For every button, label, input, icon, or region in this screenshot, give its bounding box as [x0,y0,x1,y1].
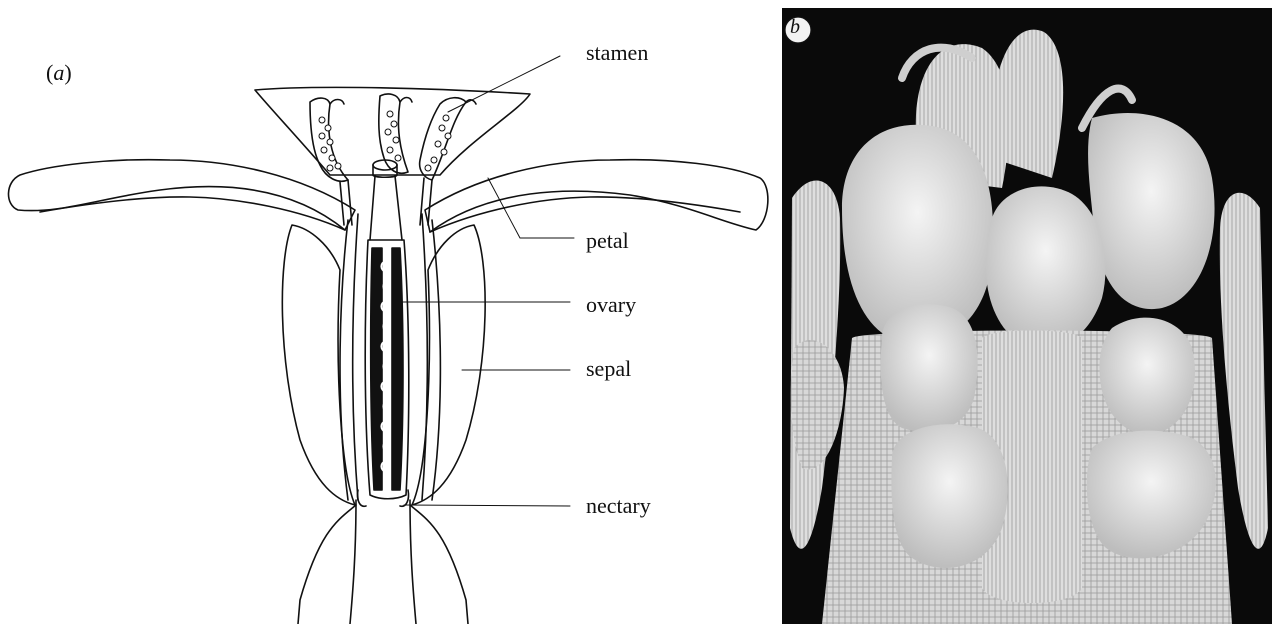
flower-section-diagram: (a) [0,0,780,624]
receptacle [298,505,468,624]
stamen-right [420,98,476,225]
stamen-middle [379,94,412,173]
stamen-leader [448,56,560,112]
label-nectary: nectary [586,493,651,519]
label-sepal: sepal [586,356,631,382]
nectary-right [400,490,409,506]
stamen-left [310,98,352,225]
nectary-left [357,490,366,506]
label-ovary: ovary [586,292,636,318]
sem-image-svg [782,8,1272,624]
right-petal-inner [430,197,740,232]
panel-a-tag: (a) [46,60,72,86]
label-petal: petal [586,228,629,254]
pedicel [350,500,416,624]
right-petal-claw [422,214,440,500]
right-petal [425,160,768,232]
left-petal [8,160,355,230]
left-petal-claw [340,214,358,500]
label-stamen: stamen [586,40,648,66]
right-sepal [412,225,485,505]
left-petal-inner [40,197,345,230]
panel-b-tag: b [790,16,800,39]
nectary-leader [404,505,570,506]
ovary [365,240,409,499]
stigma-style [370,160,402,240]
flower-diagram-svg [0,0,780,624]
sem-micrograph: b [782,8,1272,624]
